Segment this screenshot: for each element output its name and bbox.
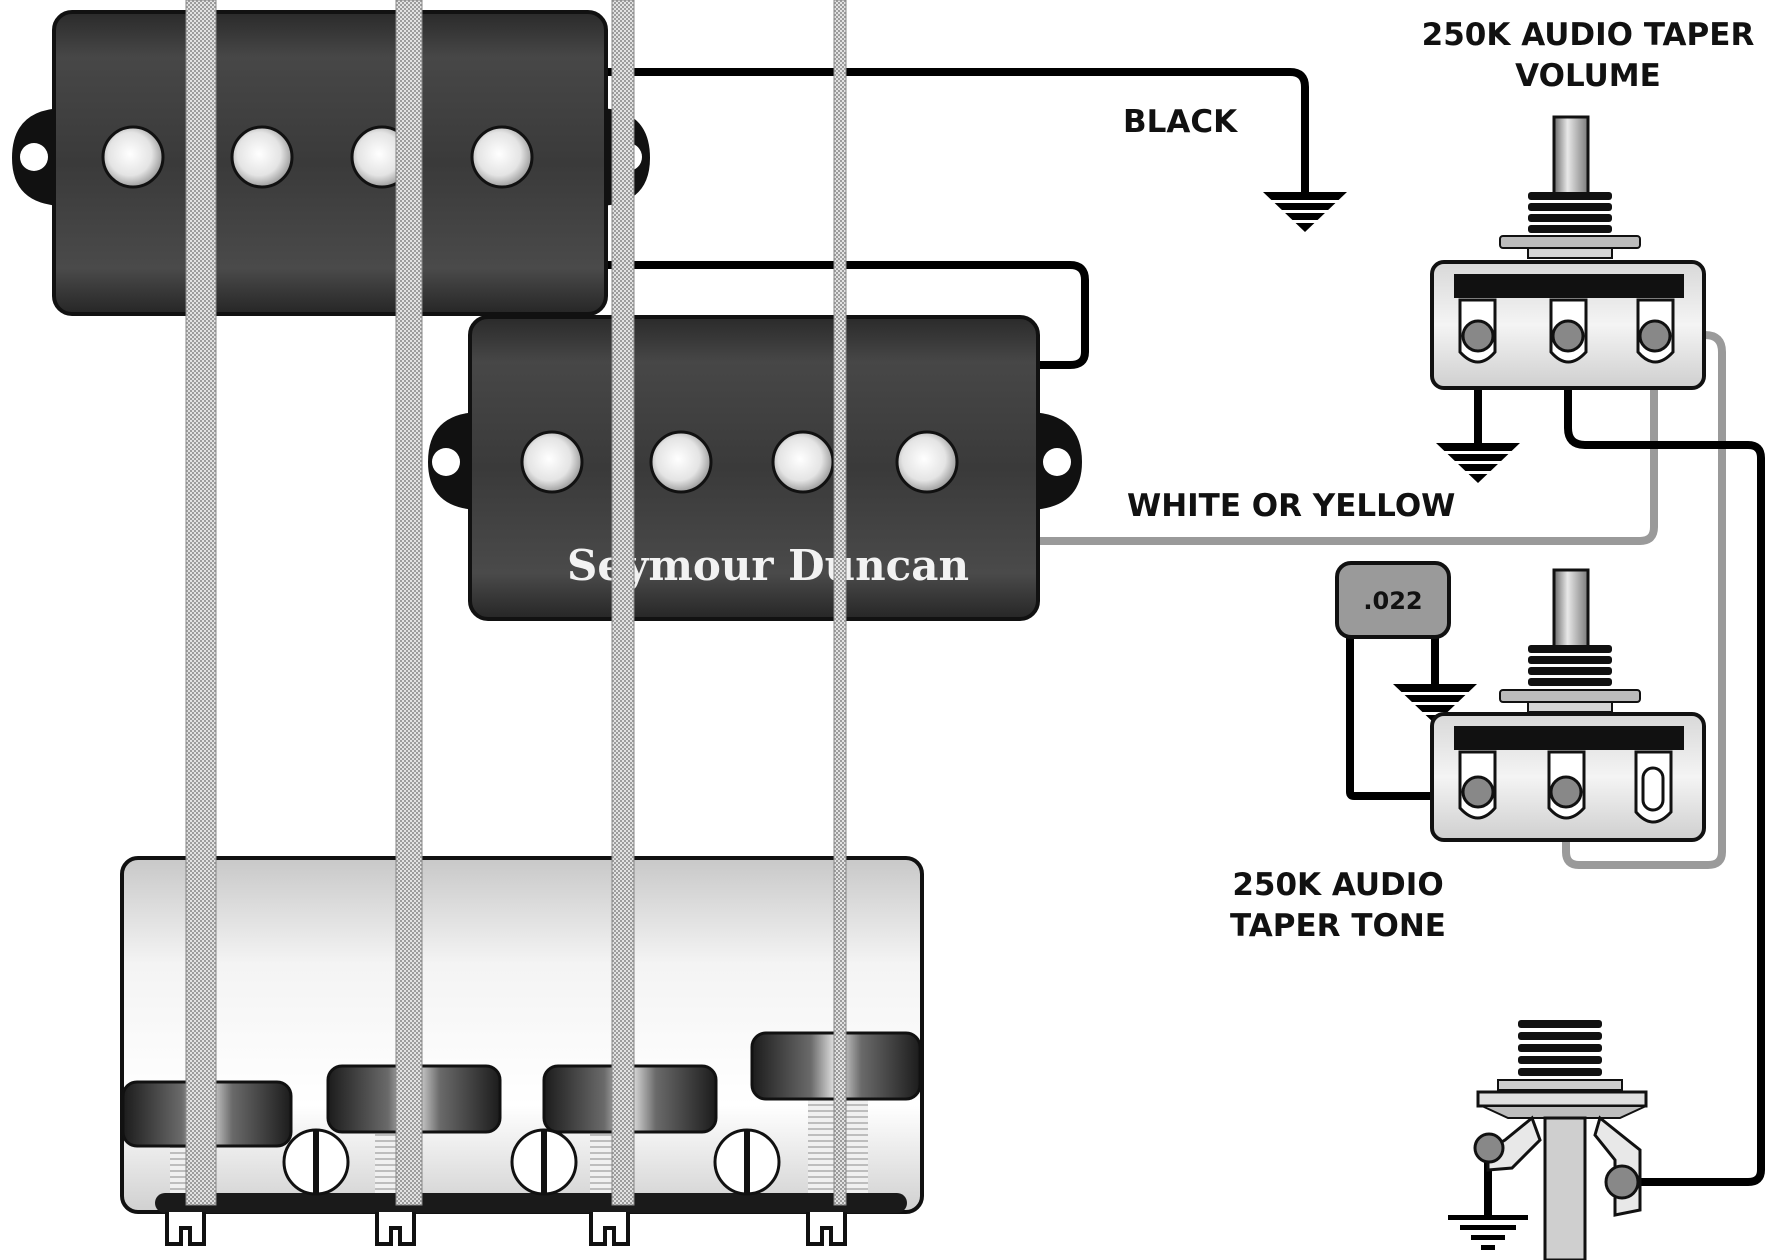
white-yellow-wire bbox=[1040, 345, 1658, 545]
jack-frame bbox=[1476, 1090, 1648, 1108]
bridge-base-bar bbox=[155, 1193, 907, 1213]
volume-pot-label-line2: VOLUME bbox=[1515, 58, 1661, 94]
pole-piece bbox=[230, 125, 294, 189]
tone-pot bbox=[1430, 568, 1706, 842]
capacitor-body bbox=[1335, 561, 1451, 639]
jack-tip-terminal bbox=[1604, 1164, 1640, 1200]
volume-pot-label-line1: 250K AUDIO TAPER bbox=[1422, 17, 1755, 53]
string-anchor bbox=[165, 1212, 847, 1246]
jack-sleeve bbox=[1543, 1116, 1587, 1260]
capacitor-value-label: .022 bbox=[1363, 587, 1422, 615]
strings bbox=[185, 0, 847, 1206]
volume-pot-band bbox=[1454, 274, 1684, 298]
capacitor-lead-wire bbox=[1346, 620, 1478, 800]
pickup-upper-mounting-ear-left bbox=[12, 108, 62, 206]
volume-pot-lug-left bbox=[1458, 298, 1497, 364]
pickup-series-wire bbox=[605, 261, 1089, 369]
pickup-lower-mounting-ear-right bbox=[1030, 412, 1082, 510]
tone-capacitor: .022 bbox=[1335, 561, 1451, 639]
pole-piece bbox=[470, 125, 534, 189]
volume-pot-shaft bbox=[1552, 115, 1590, 197]
pole-piece bbox=[101, 125, 165, 189]
jack-sleeve-terminal bbox=[1473, 1132, 1505, 1164]
bass-string bbox=[185, 0, 217, 1206]
volume-pot bbox=[1430, 115, 1706, 390]
pickup-lower-mounting-ear-left bbox=[428, 412, 478, 510]
pole-piece bbox=[895, 430, 959, 494]
tone-pot-band bbox=[1454, 726, 1684, 750]
tone-pot-shaft bbox=[1552, 568, 1590, 650]
volume-pot-lug-middle bbox=[1549, 298, 1588, 364]
white-yellow-wire-label: WHITE OR YELLOW bbox=[1127, 488, 1455, 524]
pole-piece bbox=[649, 430, 713, 494]
black-wire-to-ground bbox=[560, 68, 1309, 195]
tone-pot-lug-left bbox=[1458, 750, 1497, 820]
output-jack bbox=[1473, 1020, 1648, 1260]
volume-to-jack-wire bbox=[1564, 335, 1765, 1186]
jack-bushing bbox=[1497, 1020, 1623, 1091]
tone-pot-lug-middle bbox=[1547, 750, 1586, 820]
ground-symbol-jack bbox=[1448, 1215, 1528, 1250]
black-wire-label: BLACK bbox=[1123, 104, 1238, 140]
pickup-lower: Seymour Duncan bbox=[428, 315, 1082, 621]
labels: 250K AUDIO TAPER VOLUME BLACK WHITE OR Y… bbox=[1123, 17, 1754, 944]
pole-piece bbox=[520, 430, 584, 494]
intonation-screw bbox=[510, 1128, 578, 1196]
pickup-upper bbox=[12, 10, 650, 316]
volume-pot-bushing bbox=[1499, 192, 1641, 259]
bass-string bbox=[611, 0, 635, 1206]
tone-pot-label-line1: 250K AUDIO bbox=[1232, 867, 1443, 903]
ground-symbol-black bbox=[1263, 192, 1347, 232]
tone-pot-lug-right bbox=[1634, 750, 1673, 824]
tone-pot-label-line2: TAPER TONE bbox=[1230, 908, 1446, 944]
jack-tip-spring bbox=[1481, 1105, 1647, 1119]
volume-pot-lug-right bbox=[1636, 298, 1675, 364]
ground-symbol-capacitor bbox=[1393, 684, 1477, 724]
bass-string bbox=[395, 0, 423, 1206]
tone-pot-bushing bbox=[1499, 645, 1641, 713]
intonation-screw bbox=[713, 1128, 781, 1196]
ground-symbol-volume bbox=[1436, 443, 1520, 483]
pole-piece bbox=[771, 430, 835, 494]
intonation-screw bbox=[282, 1128, 350, 1196]
bridge bbox=[120, 856, 924, 1246]
bass-string bbox=[833, 0, 847, 1206]
volume-to-tone-gray-wire bbox=[1562, 331, 1726, 869]
